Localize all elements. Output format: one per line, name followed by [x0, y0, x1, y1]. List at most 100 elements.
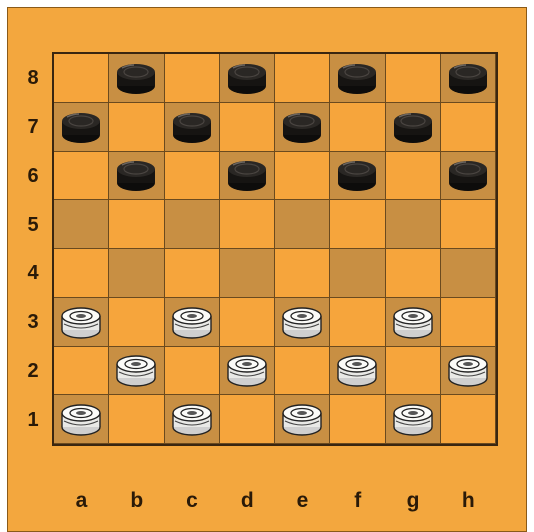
square-d6[interactable] [220, 152, 275, 201]
square-e4[interactable] [275, 249, 330, 298]
square-d1[interactable] [220, 395, 275, 444]
square-h8[interactable] [441, 54, 496, 103]
square-c6[interactable] [165, 152, 220, 201]
square-h2[interactable] [441, 347, 496, 396]
rank-label-5: 5 [23, 215, 43, 235]
white-checker-piece[interactable] [59, 304, 103, 340]
black-checker-piece[interactable] [335, 60, 379, 96]
square-a8[interactable] [54, 54, 109, 103]
square-g5[interactable] [386, 200, 441, 249]
square-f2[interactable] [330, 347, 385, 396]
square-f1[interactable] [330, 395, 385, 444]
square-f6[interactable] [330, 152, 385, 201]
rank-label-3: 3 [23, 312, 43, 332]
square-a6[interactable] [54, 152, 109, 201]
square-b4[interactable] [109, 249, 164, 298]
square-g8[interactable] [386, 54, 441, 103]
white-checker-piece[interactable] [280, 304, 324, 340]
white-checker-piece[interactable] [446, 352, 490, 388]
square-a7[interactable] [54, 103, 109, 152]
file-label-h: h [441, 490, 496, 511]
square-d2[interactable] [220, 347, 275, 396]
square-f8[interactable] [330, 54, 385, 103]
rank-label-2: 2 [23, 361, 43, 381]
rank-label-4: 4 [23, 263, 43, 283]
square-d4[interactable] [220, 249, 275, 298]
square-c4[interactable] [165, 249, 220, 298]
file-label-b: b [109, 490, 164, 511]
square-b5[interactable] [109, 200, 164, 249]
square-g6[interactable] [386, 152, 441, 201]
square-c3[interactable] [165, 298, 220, 347]
square-b2[interactable] [109, 347, 164, 396]
black-checker-piece[interactable] [225, 157, 269, 193]
square-c7[interactable] [165, 103, 220, 152]
square-a1[interactable] [54, 395, 109, 444]
square-h1[interactable] [441, 395, 496, 444]
square-a5[interactable] [54, 200, 109, 249]
black-checker-piece[interactable] [114, 60, 158, 96]
square-d7[interactable] [220, 103, 275, 152]
file-label-c: c [165, 490, 220, 511]
square-a4[interactable] [54, 249, 109, 298]
square-e5[interactable] [275, 200, 330, 249]
square-f5[interactable] [330, 200, 385, 249]
square-h6[interactable] [441, 152, 496, 201]
square-b3[interactable] [109, 298, 164, 347]
square-e8[interactable] [275, 54, 330, 103]
square-d5[interactable] [220, 200, 275, 249]
square-d8[interactable] [220, 54, 275, 103]
black-checker-piece[interactable] [446, 157, 490, 193]
square-f7[interactable] [330, 103, 385, 152]
white-checker-piece[interactable] [335, 352, 379, 388]
square-h4[interactable] [441, 249, 496, 298]
black-checker-piece[interactable] [59, 109, 103, 145]
white-checker-piece[interactable] [391, 304, 435, 340]
square-c2[interactable] [165, 347, 220, 396]
square-a3[interactable] [54, 298, 109, 347]
square-a2[interactable] [54, 347, 109, 396]
square-f3[interactable] [330, 298, 385, 347]
file-label-a: a [54, 490, 109, 511]
white-checker-piece[interactable] [59, 401, 103, 437]
black-checker-piece[interactable] [335, 157, 379, 193]
white-checker-piece[interactable] [280, 401, 324, 437]
square-b1[interactable] [109, 395, 164, 444]
black-checker-piece[interactable] [280, 109, 324, 145]
square-b7[interactable] [109, 103, 164, 152]
checkers-board [52, 52, 498, 446]
square-c1[interactable] [165, 395, 220, 444]
white-checker-piece[interactable] [170, 304, 214, 340]
white-checker-piece[interactable] [114, 352, 158, 388]
square-g3[interactable] [386, 298, 441, 347]
square-c8[interactable] [165, 54, 220, 103]
square-f4[interactable] [330, 249, 385, 298]
square-h7[interactable] [441, 103, 496, 152]
square-b8[interactable] [109, 54, 164, 103]
square-b6[interactable] [109, 152, 164, 201]
black-checker-piece[interactable] [114, 157, 158, 193]
square-g1[interactable] [386, 395, 441, 444]
square-e7[interactable] [275, 103, 330, 152]
black-checker-piece[interactable] [446, 60, 490, 96]
square-g7[interactable] [386, 103, 441, 152]
square-g4[interactable] [386, 249, 441, 298]
square-g2[interactable] [386, 347, 441, 396]
white-checker-piece[interactable] [225, 352, 269, 388]
black-checker-piece[interactable] [170, 109, 214, 145]
black-checker-piece[interactable] [391, 109, 435, 145]
square-e3[interactable] [275, 298, 330, 347]
square-d3[interactable] [220, 298, 275, 347]
rank-label-7: 7 [23, 117, 43, 137]
black-checker-piece[interactable] [225, 60, 269, 96]
square-c5[interactable] [165, 200, 220, 249]
square-h5[interactable] [441, 200, 496, 249]
file-label-e: e [275, 490, 330, 511]
rank-label-1: 1 [23, 410, 43, 430]
white-checker-piece[interactable] [170, 401, 214, 437]
square-h3[interactable] [441, 298, 496, 347]
white-checker-piece[interactable] [391, 401, 435, 437]
square-e1[interactable] [275, 395, 330, 444]
square-e2[interactable] [275, 347, 330, 396]
square-e6[interactable] [275, 152, 330, 201]
